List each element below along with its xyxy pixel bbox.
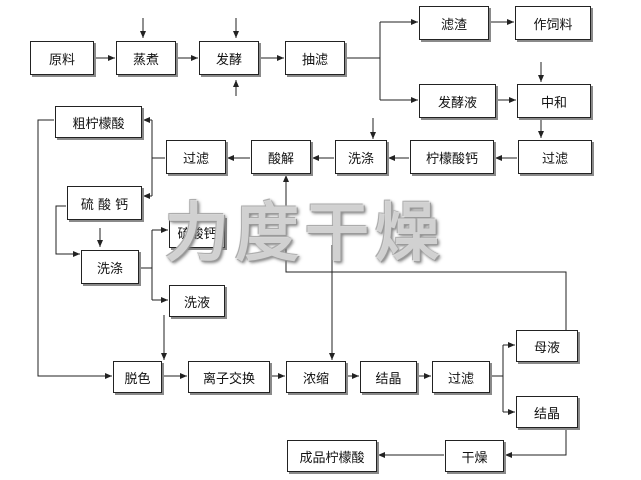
node-ion-exchange: 离子交换 [188,361,270,393]
node-filter-residue: 滤渣 [419,6,489,40]
node-crystal: 结晶 [516,396,578,428]
node-calcium-citrate: 柠檬酸钙 [410,140,494,174]
node-raw-material: 原料 [30,41,94,75]
node-calcium-sulfate-2: 硫酸钙 [169,216,225,248]
edge-crystal-to-dry [505,428,567,458]
node-calcium-sulfate: 硫 酸 钙 [67,186,142,220]
node-crystallize: 结晶 [360,361,417,393]
node-ferment: 发酵 [199,41,259,75]
node-filter-left: 过滤 [166,140,226,174]
node-wash-liquid: 洗液 [169,285,225,317]
node-acidolysis: 酸解 [251,140,311,174]
node-filter-right: 过滤 [518,140,592,174]
edge-sulfate-to-wash [55,205,80,257]
node-neutralize: 中和 [517,84,591,118]
node-wash: 洗涤 [335,140,387,174]
node-suction-filter: 抽滤 [285,41,345,75]
node-finished-product: 成品柠檬酸 [287,440,377,472]
node-ferment-liquid: 发酵液 [419,84,496,118]
node-dry: 干燥 [445,440,504,472]
node-wash-left: 洗涤 [81,250,139,284]
node-concentrate: 浓缩 [286,361,346,393]
node-crude-citric-acid: 粗柠檬酸 [55,106,142,138]
node-filter-bottom: 过滤 [432,361,490,393]
edge-crude-to-decolor [37,119,112,379]
edge-mother-to-acidolysis [283,175,567,330]
node-mother-liquor: 母液 [516,330,578,362]
node-steam-cook: 蒸煮 [116,41,176,75]
node-feed: 作饲料 [515,6,591,40]
node-decolorize: 脱色 [113,361,162,393]
